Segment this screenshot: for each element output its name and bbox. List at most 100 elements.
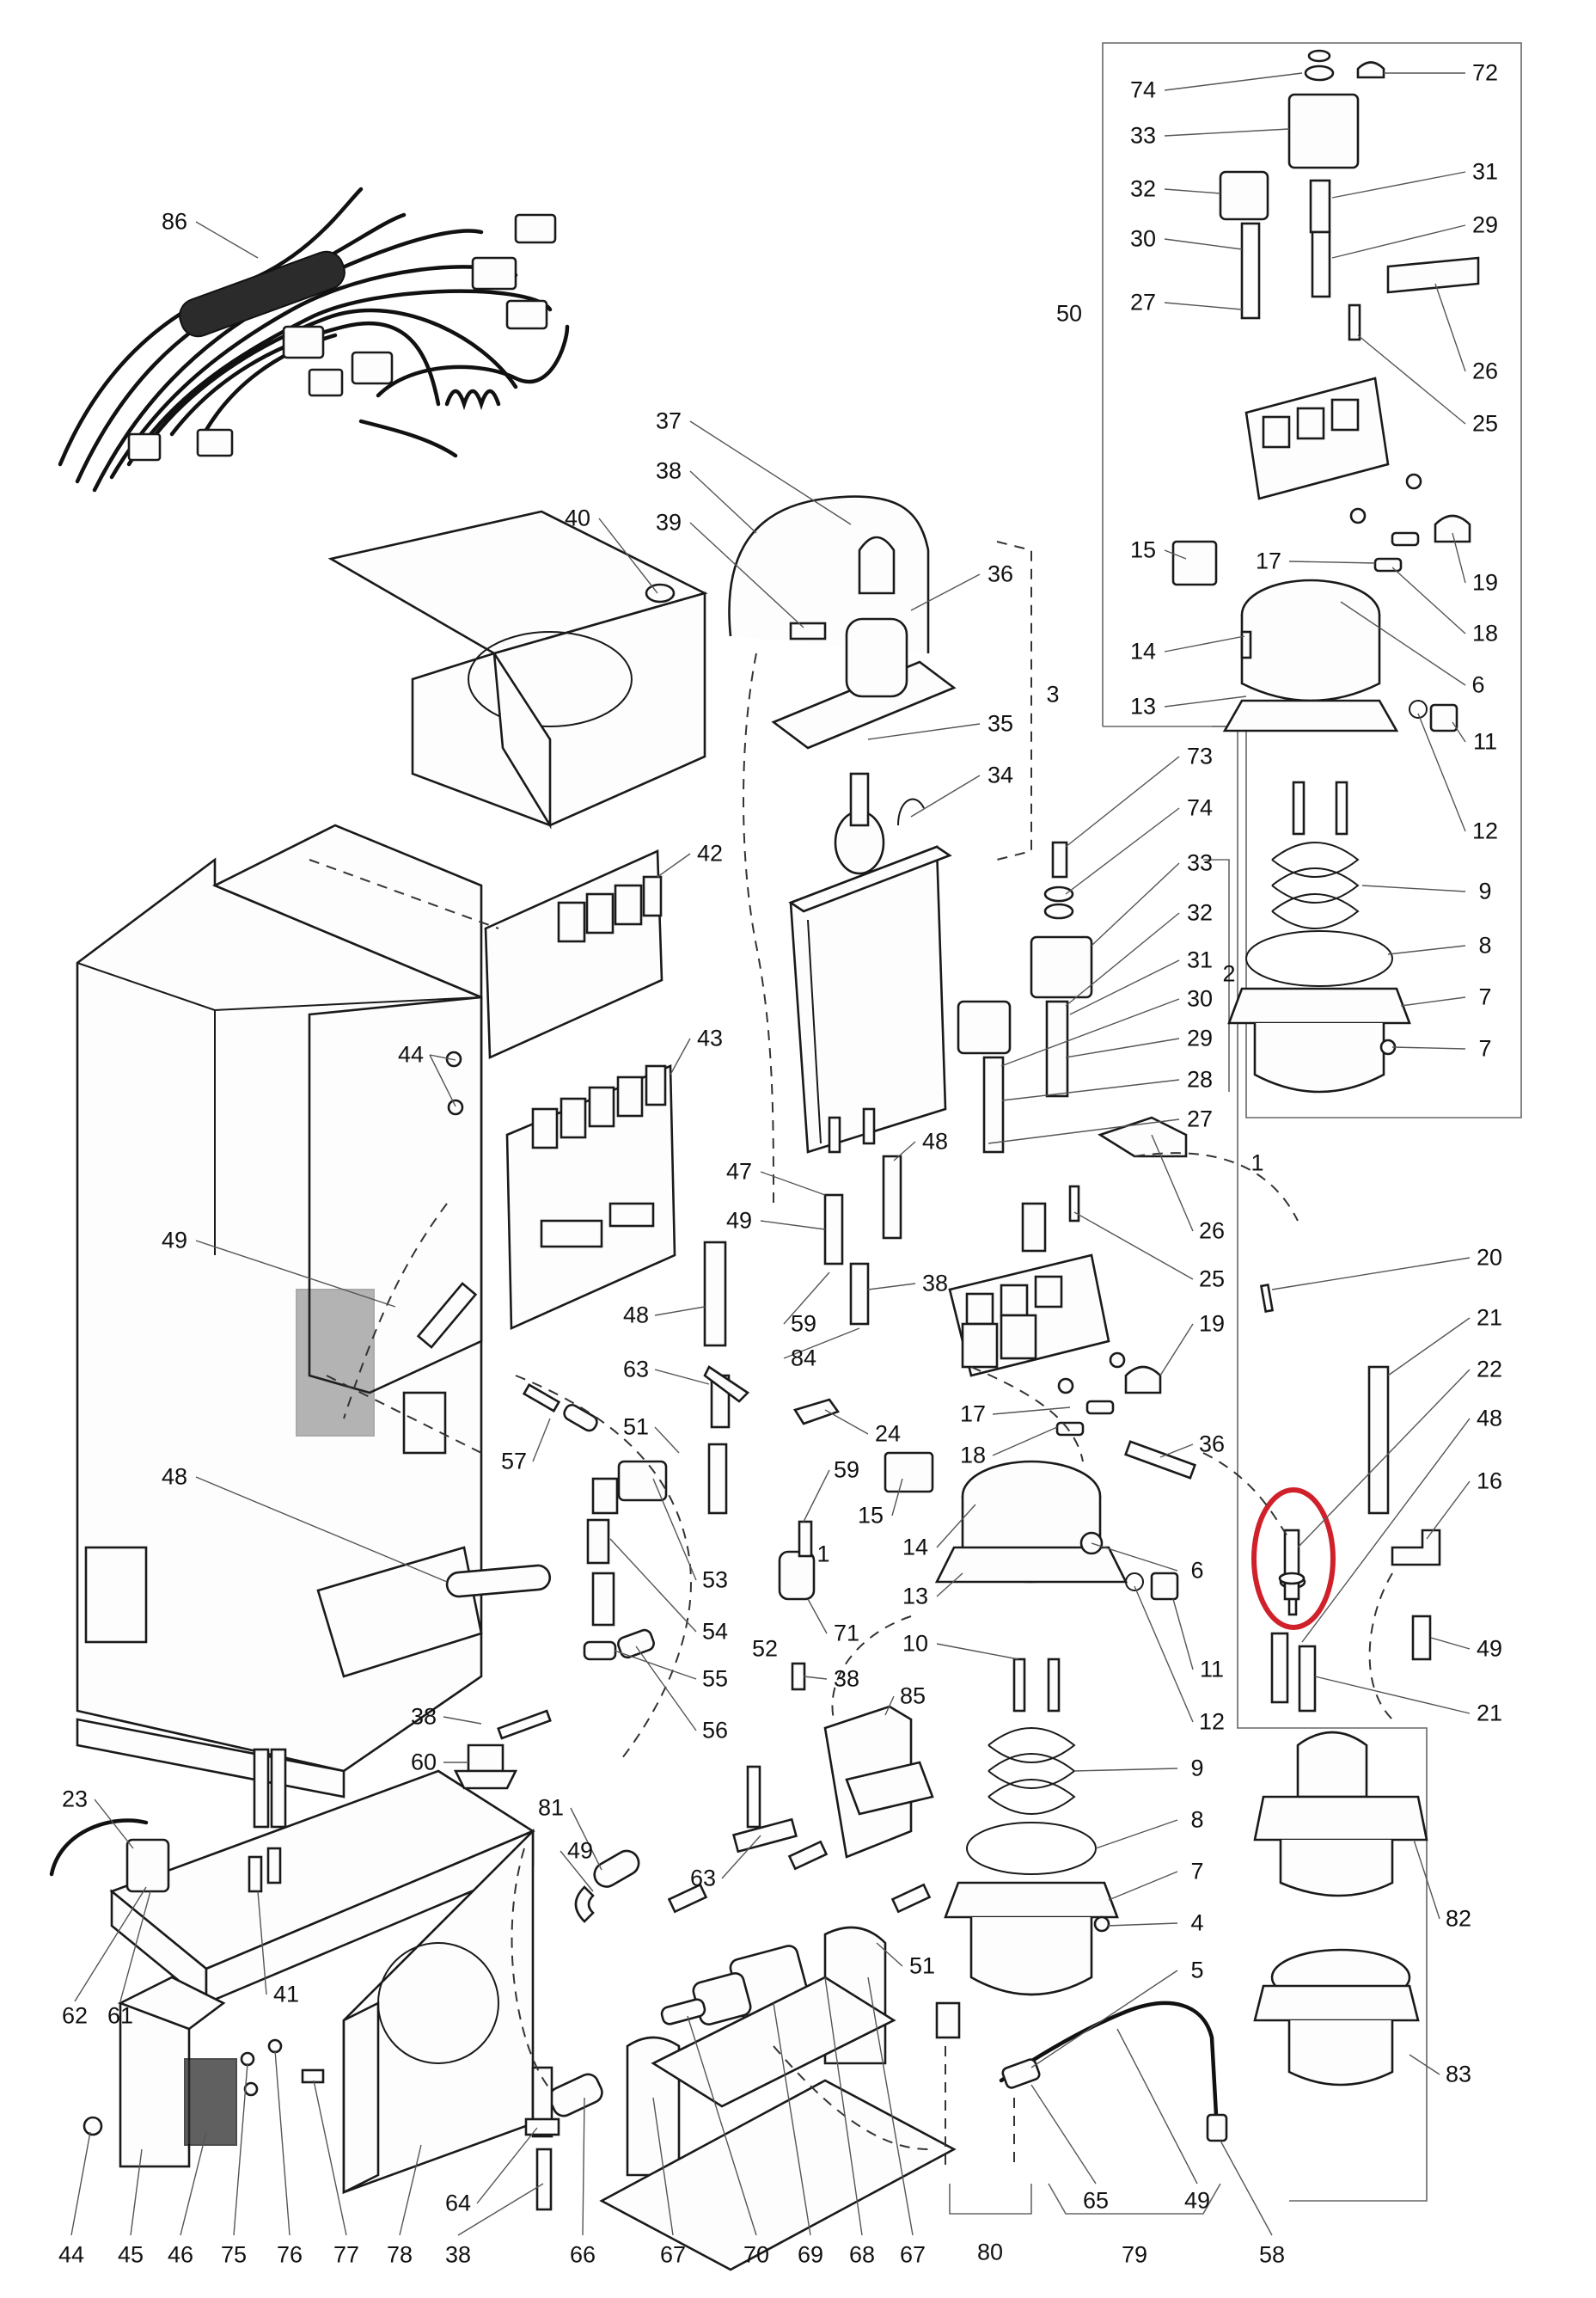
callout-67: 67 [659, 2241, 687, 2268]
callout-8: 8 [1190, 1806, 1204, 1833]
callout-68: 68 [848, 2241, 876, 2268]
callout-29: 29 [1471, 211, 1499, 238]
callout-74: 74 [1186, 794, 1214, 821]
callout-85: 85 [899, 1682, 926, 1709]
callout-70: 70 [743, 2241, 770, 2268]
water-tank-assembly [728, 495, 957, 1154]
callout-32: 32 [1186, 899, 1214, 926]
callout-32: 32 [1129, 175, 1157, 202]
callout-27: 27 [1186, 1106, 1214, 1132]
callout-83: 83 [1445, 2061, 1472, 2087]
callout-25: 25 [1198, 1265, 1226, 1292]
callout-69: 69 [797, 2241, 824, 2268]
callout-54: 54 [701, 1618, 729, 1645]
callout-42: 42 [696, 840, 724, 867]
callout-21: 21 [1476, 1700, 1503, 1726]
callout-59: 59 [833, 1456, 860, 1483]
callout-38: 38 [833, 1665, 860, 1692]
flex-hose [935, 2001, 1228, 2142]
callout-1: 1 [816, 1541, 830, 1567]
callout-81: 81 [537, 1794, 565, 1821]
callout-19: 19 [1198, 1310, 1226, 1337]
control-boards [445, 849, 676, 1330]
callout-72: 72 [1471, 59, 1499, 86]
callout-39: 39 [655, 509, 682, 536]
callout-40: 40 [564, 505, 591, 531]
callout-48: 48 [622, 1302, 650, 1328]
callout-15: 15 [857, 1502, 884, 1529]
wiring-harness [58, 187, 570, 493]
callout-2: 2 [1222, 960, 1236, 987]
callout-71: 71 [833, 1620, 860, 1646]
callout-41: 41 [272, 1981, 300, 2007]
callout-31: 31 [1471, 158, 1499, 185]
callout-55: 55 [701, 1665, 729, 1692]
callout-10: 10 [902, 1630, 929, 1657]
callout-13: 13 [902, 1583, 929, 1609]
callout-29: 29 [1186, 1025, 1214, 1051]
part-22-highlight [1251, 1487, 1336, 1630]
callout-52: 52 [751, 1635, 779, 1662]
routing-lines [309, 653, 1393, 2166]
callout-45: 45 [117, 2241, 144, 2268]
leader-lines [70, 72, 1471, 2236]
base-pan [83, 1769, 535, 2195]
callout-63: 63 [689, 1865, 717, 1891]
callout-36: 36 [1198, 1431, 1226, 1457]
callout-56: 56 [701, 1717, 729, 1743]
callout-49: 49 [1183, 2187, 1211, 2214]
callout-49: 49 [566, 1837, 594, 1864]
callout-78: 78 [386, 2241, 413, 2268]
callout-48: 48 [161, 1463, 188, 1490]
callout-82: 82 [1445, 1905, 1472, 1932]
callout-23: 23 [61, 1786, 89, 1812]
callout-74: 74 [1129, 77, 1157, 103]
callout-33: 33 [1186, 849, 1214, 876]
callout-30: 30 [1129, 225, 1157, 252]
callout-22: 22 [1476, 1356, 1503, 1382]
highlight-ring [1251, 1487, 1336, 1630]
callout-53: 53 [701, 1566, 729, 1593]
callout-84: 84 [790, 1345, 817, 1371]
callout-33: 33 [1129, 122, 1157, 149]
boiler-group-1 [1171, 540, 1458, 1094]
callout-49: 49 [725, 1207, 753, 1234]
callout-18: 18 [1471, 620, 1499, 647]
callout-63: 63 [622, 1356, 650, 1382]
callout-46: 46 [167, 2241, 194, 2268]
callout-35: 35 [987, 710, 1014, 737]
callout-25: 25 [1471, 410, 1499, 437]
callout-49: 49 [161, 1227, 188, 1253]
callout-34: 34 [987, 762, 1014, 788]
callout-37: 37 [655, 408, 682, 434]
callout-11: 11 [1199, 1656, 1225, 1682]
callout-58: 58 [1258, 2241, 1286, 2268]
callout-17: 17 [959, 1400, 987, 1427]
callout-47: 47 [725, 1158, 753, 1185]
callout-6: 6 [1190, 1557, 1204, 1584]
callout-14: 14 [902, 1534, 929, 1560]
callout-11: 11 [1472, 728, 1498, 755]
callout-9: 9 [1190, 1755, 1204, 1781]
callout-21: 21 [1476, 1304, 1503, 1331]
callout-26: 26 [1198, 1217, 1226, 1244]
callout-51: 51 [622, 1413, 650, 1440]
callout-61: 61 [107, 2002, 134, 2029]
callout-16: 16 [1476, 1468, 1503, 1494]
callout-38: 38 [921, 1270, 949, 1296]
callout-6: 6 [1471, 671, 1485, 698]
callout-43: 43 [696, 1025, 724, 1051]
boiler-group-2 [934, 1460, 1179, 1996]
callout-38: 38 [444, 2241, 472, 2268]
callout-76: 76 [276, 2241, 303, 2268]
callout-28: 28 [1186, 1066, 1214, 1093]
callout-50: 50 [1055, 300, 1083, 327]
callout-60: 60 [410, 1749, 437, 1775]
top-bracket [327, 510, 708, 830]
callout-12: 12 [1198, 1708, 1226, 1735]
callout-9: 9 [1478, 878, 1492, 904]
callout-14: 14 [1129, 638, 1157, 665]
main-chassis [76, 824, 483, 1799]
callout-18: 18 [959, 1442, 987, 1468]
